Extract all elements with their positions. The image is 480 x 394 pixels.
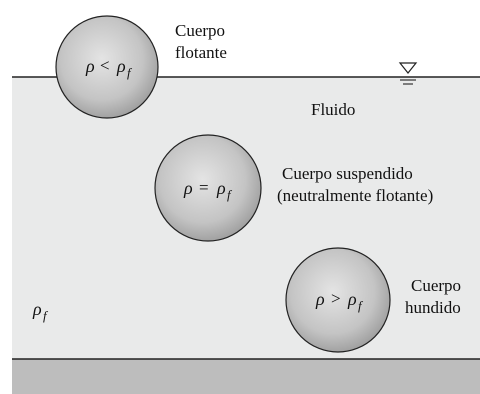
floating-sphere (55, 15, 159, 119)
svg-text:=: = (199, 178, 209, 197)
suspended-sphere (154, 134, 262, 242)
svg-text:f: f (358, 298, 364, 313)
sunk-sphere (285, 247, 391, 353)
suspended-body-label-line2: (neutralmente flotante) (277, 186, 433, 205)
floating-body: ρ < ρ f (55, 15, 159, 119)
fluid-density-label: ρ f (32, 299, 49, 323)
svg-text:ρ: ρ (216, 178, 226, 198)
suspended-body-label-line1: Cuerpo suspendido (282, 164, 413, 183)
suspended-body: ρ = ρ f (154, 134, 262, 242)
container-bottom (12, 359, 480, 394)
sunk-body-label-line1: Cuerpo (411, 276, 461, 295)
svg-text:>: > (331, 289, 341, 308)
svg-text:f: f (127, 65, 133, 80)
sunk-body-label-line2: hundido (405, 298, 461, 317)
fluid-label: Fluido (311, 100, 355, 119)
sunk-body: ρ > ρ f (285, 247, 391, 353)
svg-text:f: f (43, 308, 49, 323)
svg-text:f: f (227, 187, 233, 202)
svg-text:ρ: ρ (32, 299, 42, 319)
free-surface-icon (398, 62, 418, 85)
svg-text:ρ: ρ (85, 56, 95, 76)
floating-body-label-line1: Cuerpo (175, 21, 225, 40)
svg-text:ρ: ρ (183, 178, 193, 198)
floating-body-label-line2: flotante (175, 43, 227, 62)
svg-text:ρ: ρ (347, 289, 357, 309)
svg-text:ρ: ρ (116, 56, 126, 76)
svg-text:ρ: ρ (315, 289, 325, 309)
svg-text:<: < (100, 56, 110, 75)
